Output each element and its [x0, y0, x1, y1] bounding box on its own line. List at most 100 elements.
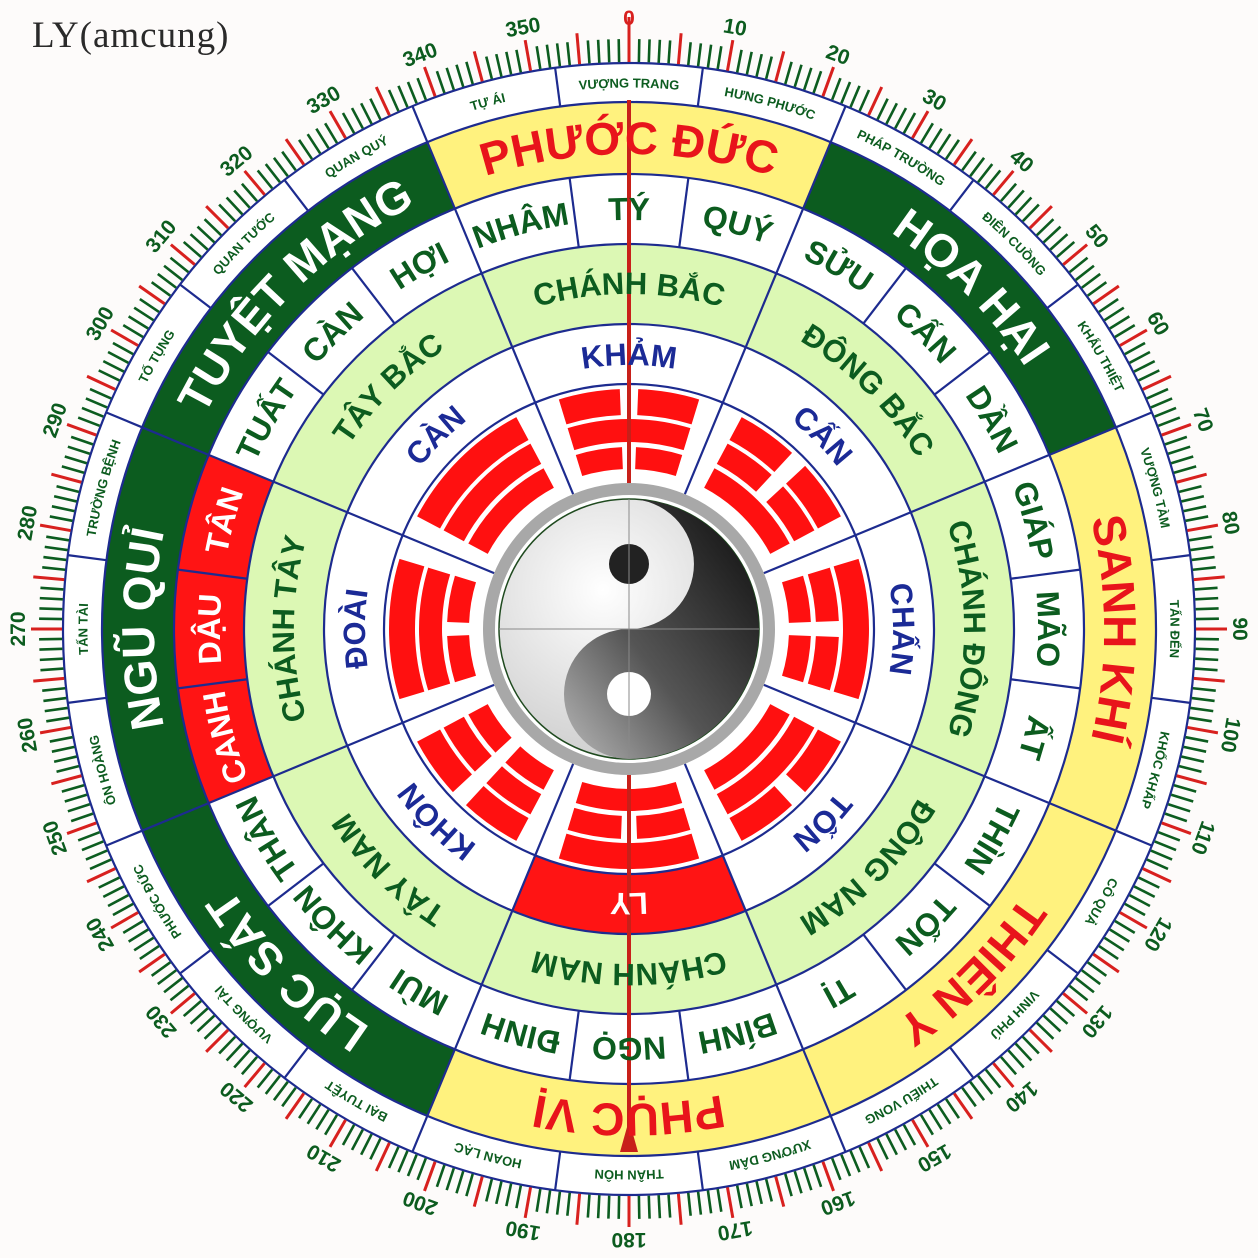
minor-tick: [42, 566, 66, 572]
degree-label: 10: [722, 14, 749, 41]
minor-tick: [39, 657, 63, 662]
minor-tick: [1056, 1000, 1076, 1018]
minor-tick: [1103, 306, 1125, 322]
degree-label: 250: [39, 817, 73, 858]
degree-label: 190: [504, 1216, 543, 1245]
sector-divider: [744, 910, 778, 986]
minor-tick: [416, 1157, 428, 1181]
minor-tick: [1086, 281, 1108, 297]
minor-tick: [745, 1183, 753, 1207]
major-tick: [1119, 328, 1148, 347]
sector-divider: [721, 346, 747, 404]
outer-label: THÂN HÔN: [594, 1166, 664, 1182]
sector-divider: [67, 554, 107, 562]
minor-tick: [281, 1086, 297, 1108]
sector-divider: [105, 411, 143, 429]
star-sector: [803, 142, 1116, 455]
trigram-symbol: [417, 704, 554, 841]
trigram-symbol: [417, 417, 554, 554]
minor-tick: [1157, 830, 1181, 842]
outer-label-text: TẤN ĐẾN: [1167, 600, 1183, 659]
minor-tick: [1103, 936, 1125, 952]
minor-tick: [802, 67, 813, 91]
degree-label: 20: [823, 41, 853, 71]
outer-label: TẤN TÀI: [75, 603, 91, 655]
mountain-sector: [177, 679, 274, 804]
sector-divider: [568, 1010, 580, 1081]
minor-tick: [1154, 406, 1177, 418]
sector-divider: [534, 402, 575, 495]
major-tick: [205, 205, 230, 230]
minor-tick: [341, 1124, 356, 1146]
diagram-title: LY(amcung): [32, 15, 230, 56]
trigram-name-sector: [347, 347, 536, 536]
degree-label: 350: [504, 13, 543, 42]
major-tick: [169, 992, 196, 1015]
outer-label-text: THÂN HÔN: [594, 1166, 664, 1182]
degree-label: 60: [1142, 308, 1174, 340]
minor-tick: [802, 1167, 813, 1191]
sector-divider: [678, 1010, 690, 1081]
trigram-line-broken: [766, 486, 815, 542]
direction-sector: [273, 273, 513, 513]
trigram-name-text: ĐOÀI: [337, 587, 375, 671]
minor-tick: [359, 1133, 373, 1156]
minor-tick: [122, 324, 144, 339]
minor-tick: [793, 64, 803, 88]
minor-tick: [1170, 455, 1194, 465]
degree-label: 80: [1217, 509, 1244, 536]
minor-tick: [203, 218, 223, 237]
minor-tick: [1150, 397, 1173, 409]
minor-tick: [555, 43, 562, 67]
degree-label: 310: [141, 216, 181, 258]
minor-tick: [218, 203, 237, 223]
minor-tick: [735, 1185, 743, 1209]
minor-tick: [272, 157, 289, 177]
minor-tick: [225, 196, 244, 216]
major-tick: [1092, 952, 1120, 974]
mountain-sector: [268, 863, 395, 990]
trigram-name-sector: [722, 722, 911, 911]
minor-tick: [902, 1124, 917, 1146]
minor-tick: [1164, 435, 1188, 446]
trigram-line-broken: [782, 575, 811, 623]
sector-divider: [177, 678, 248, 690]
trigram-name: KHẢM: [579, 337, 679, 376]
degree-label: 280: [13, 504, 42, 543]
minor-tick: [1049, 233, 1069, 251]
minor-tick: [127, 315, 149, 330]
sector-divider: [933, 351, 991, 396]
minor-tick: [1081, 272, 1101, 289]
minor-tick: [306, 133, 322, 155]
trigram-line-broken: [447, 635, 476, 683]
mountain-label-text: TÝ: [608, 191, 650, 228]
major-tick: [328, 1119, 347, 1148]
minor-tick: [189, 1007, 209, 1025]
mountain-sector: [454, 177, 579, 274]
major-tick: [86, 867, 116, 884]
degree-label: 240: [82, 913, 119, 955]
minor-tick: [1170, 793, 1194, 803]
major-tick: [66, 821, 97, 835]
minor-tick: [944, 139, 961, 160]
compass-needle: [620, 100, 638, 1152]
major-tick: [1062, 243, 1089, 266]
major-tick: [1187, 523, 1219, 533]
major-tick: [1092, 284, 1120, 306]
minor-tick: [218, 1035, 237, 1055]
minor-tick: [43, 696, 67, 703]
sector-divider: [802, 141, 832, 210]
minor-tick: [1190, 706, 1214, 713]
trigram-line-broken: [807, 567, 839, 622]
minor-tick: [1098, 944, 1119, 961]
outer-label-text: VƯỢNG TRANG: [578, 75, 680, 92]
major-tick: [821, 66, 835, 97]
minor-tick: [1109, 928, 1131, 943]
degree-label: 290: [39, 400, 73, 441]
minor-tick: [369, 98, 382, 120]
major-tick: [725, 39, 735, 71]
minor-tick: [936, 1103, 952, 1125]
trigram-symbol: [704, 417, 841, 554]
sector-divider: [141, 802, 210, 832]
mountain-label-text: NGỌ: [591, 1030, 667, 1067]
